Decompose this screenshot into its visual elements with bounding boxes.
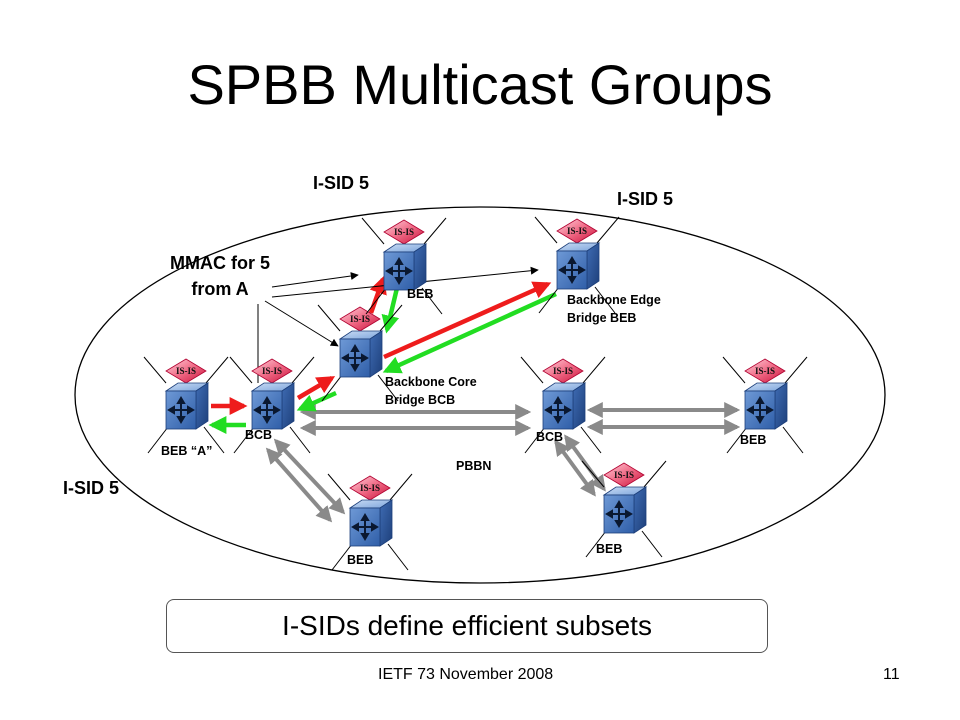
bcb-mid-label: BCB (536, 430, 564, 444)
bcb-left-label: BCB (245, 428, 273, 442)
backbone-edge-label: Backbone Edge Bridge BEB (567, 293, 661, 325)
green-arrow-edge-to-upper (382, 291, 557, 374)
mmac-pointer-bcb (264, 300, 339, 347)
isid-label-top-right: I-SID 5 (617, 189, 674, 209)
red-arrow-bcb-to-upper (296, 376, 336, 400)
isid-label-left: I-SID 5 (63, 478, 120, 498)
beb-bottom-left-label: BEB (347, 553, 374, 567)
pbbn-boundary (74, 206, 886, 584)
router-beb-bottom-right (581, 460, 667, 558)
callout-box: I-SIDs define efficient subsets (166, 599, 768, 653)
red-arrow-upper-to-beb (368, 275, 387, 314)
green-arrow-beb-to-upper (381, 287, 400, 334)
mmac-label: MMAC for 5 from A (170, 253, 270, 299)
footer-text: IETF 73 November 2008 (378, 666, 554, 683)
beb-a-label: BEB “A” (161, 444, 213, 458)
slide-title: SPBB Multicast Groups (187, 53, 773, 116)
isid-label-top-left: I-SID 5 (313, 173, 370, 193)
page-number: 11 (883, 666, 900, 683)
beb-right-label: BEB (740, 433, 767, 447)
link-bcb-left-beb-bottom-2 (265, 447, 333, 523)
beb-top-label: BEB (407, 287, 434, 301)
beb-bottom-right-label: BEB (596, 542, 623, 556)
link-bcb-mid-beb-bottom-right-2 (564, 434, 606, 492)
red-arrow-upper-to-edge (383, 281, 552, 360)
green-arrow-upper-to-bcb (296, 390, 337, 412)
mmac-pointer-beb (271, 272, 359, 288)
backbone-core-label: Backbone Core Bridge BCB (385, 375, 477, 407)
pbbn-label: PBBN (456, 459, 492, 473)
